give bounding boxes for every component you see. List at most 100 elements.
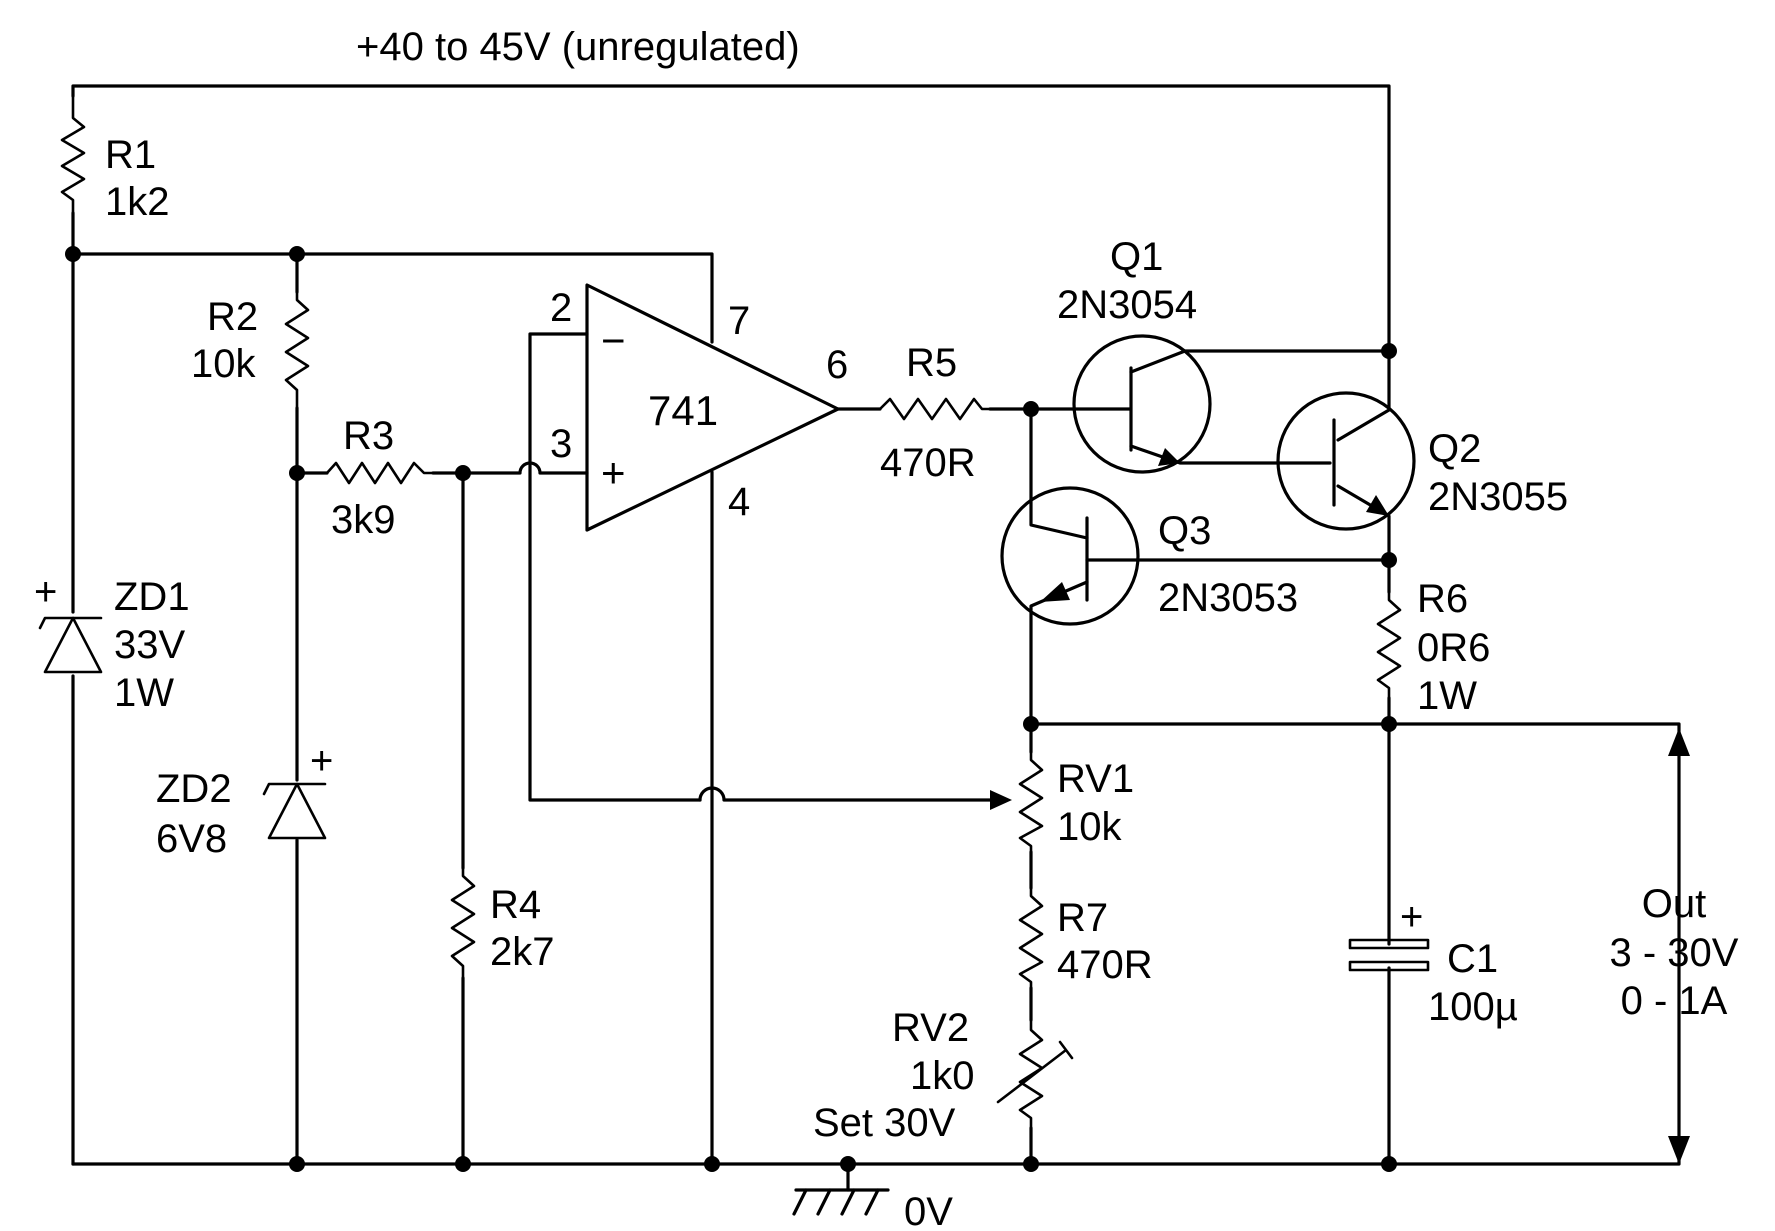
rv1-ref: RV1 bbox=[1057, 757, 1134, 801]
ground-hatch bbox=[792, 1188, 808, 1216]
junction-dot bbox=[289, 246, 305, 262]
q3-emitter-wire bbox=[1029, 580, 1089, 726]
c1-ref: C1 bbox=[1447, 937, 1498, 981]
ground-hatch bbox=[840, 1188, 856, 1216]
output-current-range: 0 - 1A bbox=[1621, 979, 1728, 1023]
zener-bar bbox=[262, 782, 327, 796]
zener-zd2 bbox=[262, 782, 327, 840]
trimmer-rv2 bbox=[996, 1018, 1074, 1130]
zd1-value: 33V bbox=[114, 623, 185, 667]
junction-dot bbox=[1381, 716, 1397, 732]
opamp-noninverting-sign: + bbox=[601, 449, 626, 496]
r3-ref: R3 bbox=[343, 414, 394, 458]
output-voltage-arrow bbox=[1668, 728, 1690, 1164]
opamp-inverting-sign: − bbox=[601, 317, 626, 364]
junction-dot bbox=[289, 1156, 305, 1172]
capacitor-plate bbox=[1348, 960, 1430, 972]
transistor-body bbox=[1276, 391, 1416, 531]
transistor-q1 bbox=[1072, 334, 1212, 474]
zd1-polarity: + bbox=[34, 570, 57, 614]
ground-hatch bbox=[816, 1188, 832, 1216]
capacitor-plate bbox=[1348, 938, 1430, 950]
resistor-zigzag bbox=[1018, 886, 1044, 990]
zd2-polarity: + bbox=[310, 739, 333, 783]
c1-polarity: + bbox=[1400, 895, 1423, 939]
ref-supply-wire bbox=[71, 252, 714, 344]
junction-dot bbox=[840, 1156, 856, 1172]
r3-value: 3k9 bbox=[331, 498, 396, 542]
supply-label: +40 to 45V (unregulated) bbox=[356, 25, 800, 69]
r5-value: 470R bbox=[880, 441, 976, 485]
transistor-q2 bbox=[1276, 391, 1416, 531]
transistor-q3 bbox=[1000, 486, 1140, 626]
junction-dot bbox=[1023, 401, 1039, 417]
potentiometer-rv1 bbox=[990, 750, 1044, 854]
zener-bar bbox=[38, 616, 103, 630]
c1-value: 100µ bbox=[1428, 985, 1518, 1029]
zd1-rating: 1W bbox=[114, 671, 174, 715]
zd2-ref: ZD2 bbox=[156, 767, 232, 811]
rv2-ref: RV2 bbox=[892, 1006, 969, 1050]
emitter-arrow-icon bbox=[1366, 495, 1389, 516]
feedback-wire-b bbox=[698, 786, 992, 802]
junction-dot bbox=[289, 465, 305, 481]
zd1-ref: ZD1 bbox=[114, 575, 190, 619]
resistor-r4 bbox=[450, 866, 476, 980]
resistor-zigzag bbox=[284, 290, 310, 410]
r4-ref: R4 bbox=[490, 883, 541, 927]
output-label: Out bbox=[1642, 882, 1706, 926]
resistor-r3 bbox=[325, 461, 435, 485]
r1-value: 1k2 bbox=[105, 180, 170, 224]
r6-value: 0R6 bbox=[1417, 626, 1490, 670]
output-voltage-range: 3 - 30V bbox=[1610, 931, 1739, 975]
junction-dot bbox=[455, 1156, 471, 1172]
resistor-r7 bbox=[1018, 886, 1044, 990]
q3-collector-wire bbox=[1029, 407, 1089, 540]
output-rail-wire bbox=[1029, 722, 1681, 738]
r2-ref: R2 bbox=[207, 295, 258, 339]
resistor-r1 bbox=[60, 94, 86, 215]
ground-hatch bbox=[864, 1188, 880, 1216]
resistor-r5 bbox=[878, 397, 992, 421]
q2-ref: Q2 bbox=[1428, 427, 1481, 471]
opamp-pin-7: 7 bbox=[728, 299, 750, 343]
opamp-pin-6: 6 bbox=[826, 343, 848, 387]
junction-dot bbox=[1381, 343, 1397, 359]
preset-adjust-icon bbox=[996, 1040, 1074, 1104]
ground-symbol-icon bbox=[792, 1188, 890, 1216]
junction-dot bbox=[704, 1156, 720, 1172]
opamp-name: 741 bbox=[648, 387, 718, 434]
r7-ref: R7 bbox=[1057, 896, 1108, 940]
q3-ref: Q3 bbox=[1158, 509, 1211, 553]
emitter-arrow-icon bbox=[1040, 582, 1070, 602]
junction-dots bbox=[65, 246, 1397, 1172]
rv2-value: 1k0 bbox=[910, 1054, 975, 1098]
opamp-triangle bbox=[585, 283, 840, 532]
resistor-zigzag bbox=[1376, 590, 1402, 700]
opamp-741 bbox=[585, 283, 840, 532]
r6-rating: 1W bbox=[1417, 674, 1477, 718]
diode-triangle bbox=[267, 782, 327, 840]
zener-zd1 bbox=[38, 616, 103, 674]
r5-ref: R5 bbox=[906, 341, 957, 385]
q1-collector-wire bbox=[1129, 349, 1391, 374]
resistor-r6 bbox=[1376, 590, 1402, 700]
r7-value: 470R bbox=[1057, 943, 1153, 987]
resistor-r2 bbox=[284, 290, 310, 410]
resistor-zigzag bbox=[1018, 750, 1044, 854]
supply-rail-wire bbox=[71, 84, 1391, 353]
opamp-pin-4: 4 bbox=[728, 480, 750, 524]
resistor-zigzag bbox=[1018, 1018, 1044, 1130]
opamp-pin-3: 3 bbox=[550, 422, 572, 466]
transistor-body bbox=[1072, 334, 1212, 474]
junction-dot bbox=[65, 246, 81, 262]
arrow-up-icon bbox=[1668, 728, 1690, 756]
resistor-zigzag bbox=[450, 866, 476, 980]
feedback-wire-a bbox=[528, 332, 702, 802]
ground-label: 0V bbox=[904, 1190, 953, 1231]
q1-part: 2N3054 bbox=[1057, 283, 1197, 327]
r2-value: 10k bbox=[191, 342, 256, 386]
junction-dot bbox=[455, 465, 471, 481]
r4-value: 2k7 bbox=[490, 930, 555, 974]
